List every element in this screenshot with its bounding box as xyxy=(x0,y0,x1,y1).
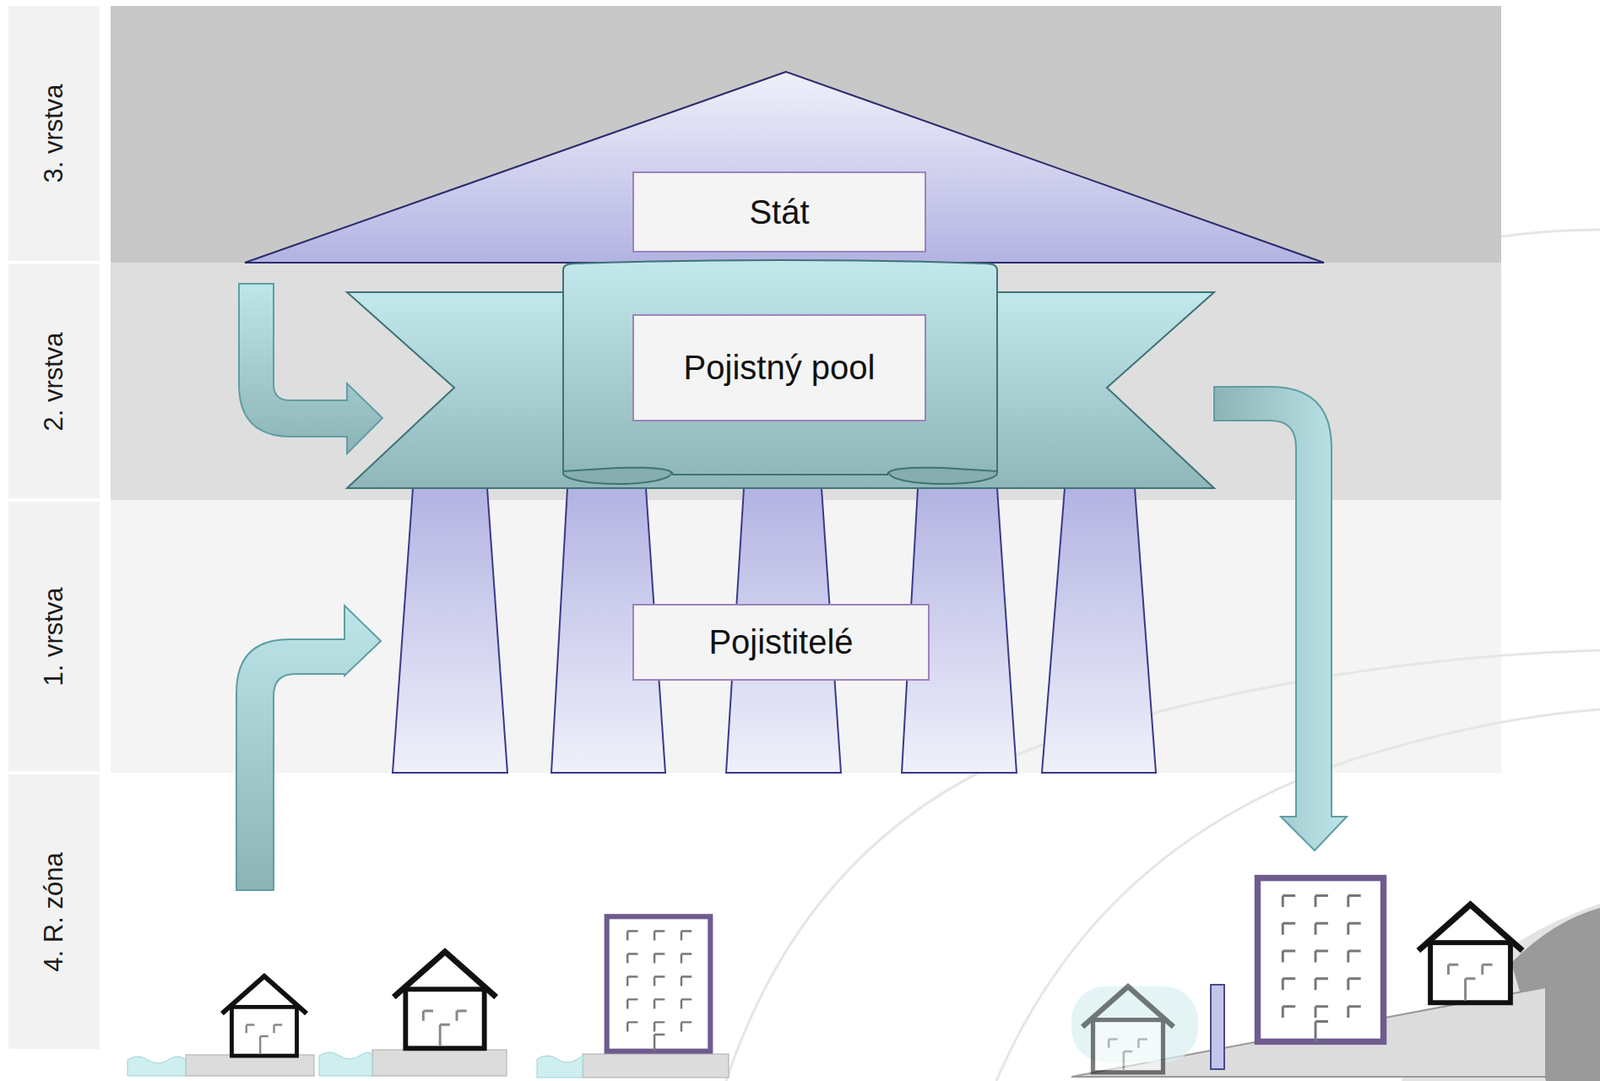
node-label: Pojistitelé xyxy=(632,603,930,681)
banner-node: Pojistný pool xyxy=(347,263,1215,489)
hill-zone xyxy=(1071,878,1546,1077)
flow-arrow xyxy=(238,283,383,454)
node-label: Stát xyxy=(632,171,927,253)
columns-node: Pojistitelé xyxy=(392,488,1156,773)
layer-label: 3. vrstva xyxy=(38,83,70,183)
flow-arrow xyxy=(236,605,381,890)
flood-zone xyxy=(127,916,729,1078)
layer-label: 2. vrstva xyxy=(38,331,70,431)
roof-node: Stát xyxy=(244,71,1324,263)
layer-label: 4. R. zóna xyxy=(38,851,70,971)
layer-band xyxy=(110,5,1502,263)
layer-cell: 1. vrstva xyxy=(8,501,100,771)
layer-cell: 4. R. zóna xyxy=(8,774,100,1049)
layer-label: 1. vrstva xyxy=(38,586,70,686)
layer-cell: 3. vrstva xyxy=(8,5,100,261)
flow-arrow xyxy=(1214,386,1347,851)
node-label: Pojistný pool xyxy=(632,314,927,422)
layer-cell: 2. vrstva xyxy=(8,264,100,499)
